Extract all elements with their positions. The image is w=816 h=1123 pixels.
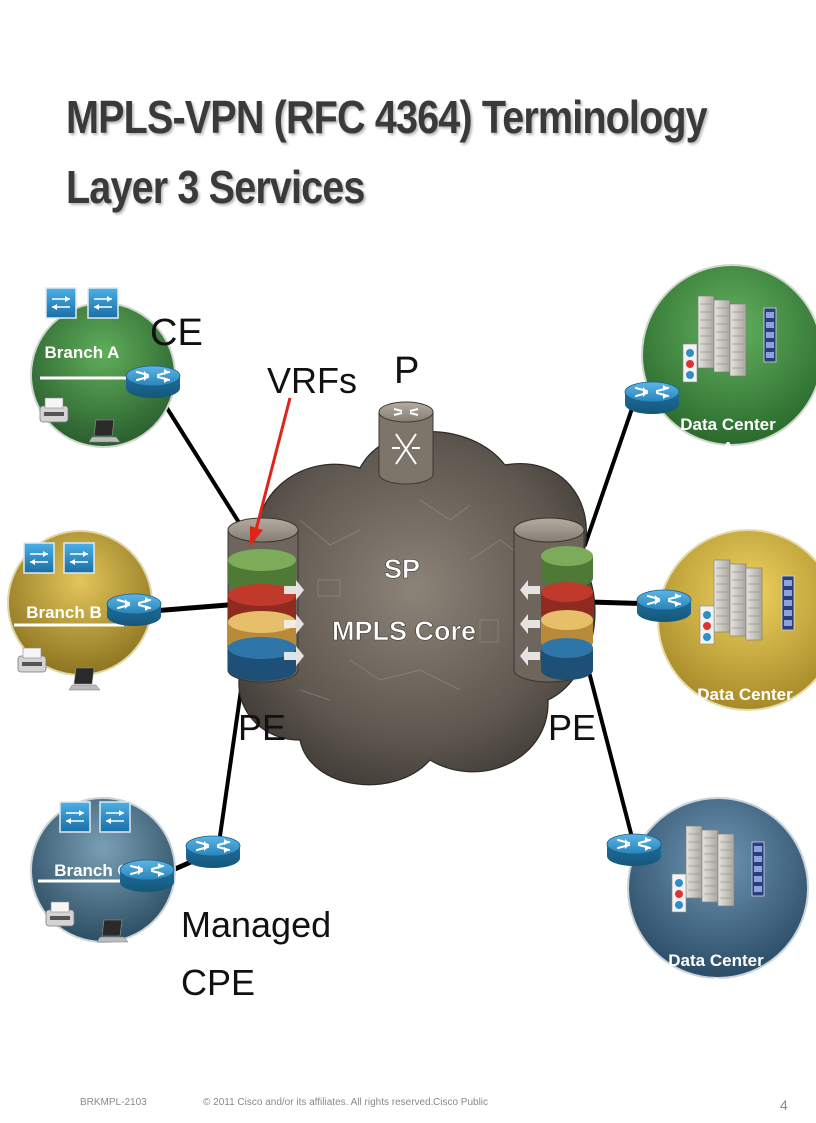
slide-title: MPLS-VPN (RFC 4364) Terminology <box>66 91 708 143</box>
footer-code: BRKMPL-2103 <box>80 1097 147 1108</box>
data-center-a-letter: A <box>723 439 734 456</box>
server-rack-icon <box>701 829 719 903</box>
data-center-c-site <box>627 797 809 979</box>
switch-icon <box>671 873 687 913</box>
server-rack-icon <box>713 299 731 373</box>
server-rack-icon <box>717 833 735 907</box>
branch-a-label: Branch A <box>45 343 120 362</box>
server-rack-icon <box>781 575 795 631</box>
router-icon <box>635 588 693 624</box>
footer-copyright: © 2011 Cisco and/or its affiliates. All … <box>203 1097 434 1108</box>
managed-cpe-label: Managed <box>181 904 331 945</box>
managed-cpe-label-line2: CPE <box>181 962 255 1003</box>
server-rack-icon <box>729 303 747 377</box>
router-icon <box>105 592 163 628</box>
slide-subtitle: Layer 3 Services <box>66 161 365 213</box>
switch-icon <box>59 801 91 833</box>
p-router <box>378 401 434 485</box>
switch-icon <box>23 542 55 574</box>
branch-c-label: Branch C <box>54 861 130 880</box>
core-label-sp: SP <box>384 554 420 584</box>
router-icon <box>124 364 182 400</box>
router-icon <box>623 380 681 416</box>
server-rack-icon <box>751 841 765 897</box>
switch-icon <box>87 287 119 319</box>
core-label-mpls: MPLS Core <box>332 616 476 646</box>
data-center-b-site <box>657 529 816 711</box>
router-icon <box>184 834 242 870</box>
server-rack-icon <box>729 563 747 637</box>
p-label: P <box>394 350 419 392</box>
data-center-a-label: Data Center <box>680 415 776 434</box>
switch-icon <box>45 287 77 319</box>
ce-label: CE <box>150 312 203 354</box>
branch-b-label: Branch B <box>26 603 102 622</box>
data-center-c-label: Data Center <box>668 951 764 970</box>
switch-icon <box>699 605 715 645</box>
footer-classification: Cisco Public <box>433 1097 489 1108</box>
data-center-a-site <box>641 264 816 446</box>
vrf-stack-right <box>520 546 593 680</box>
branch-c-site <box>30 797 176 943</box>
switch-icon <box>682 343 698 383</box>
branch-b-site <box>7 530 153 691</box>
pe-right-label: PE <box>548 707 596 748</box>
router-icon <box>605 832 663 868</box>
vrfs-label: VRFs <box>267 360 357 401</box>
server-rack-icon <box>697 295 715 369</box>
data-center-b-letter: B <box>740 709 751 726</box>
switch-icon <box>99 801 131 833</box>
data-center-c-letter: C <box>711 975 722 992</box>
server-rack-icon <box>745 567 763 641</box>
vrf-stack-left <box>228 549 304 681</box>
server-rack-icon <box>685 825 703 899</box>
switch-icon <box>63 542 95 574</box>
server-rack-icon <box>763 307 777 363</box>
vrf-pointer-arrow <box>250 397 292 546</box>
data-center-b-label: Data Center <box>697 685 793 704</box>
page-number: 4 <box>780 1097 788 1113</box>
server-rack-icon <box>713 559 731 633</box>
router-icon <box>118 858 176 894</box>
pe-left-label: PE <box>238 707 286 748</box>
